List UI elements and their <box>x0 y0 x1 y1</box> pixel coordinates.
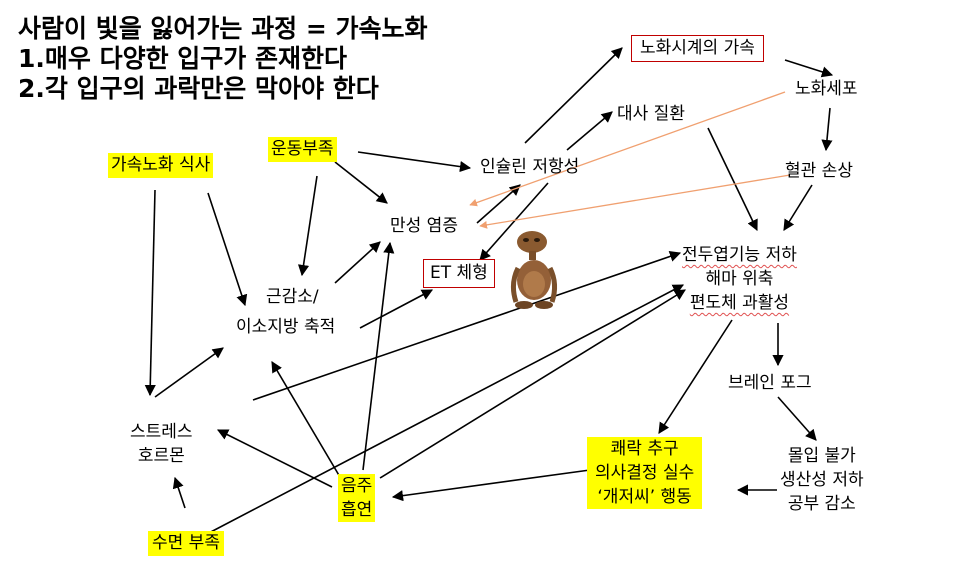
node-immersion-line-2: 생산성 저하 <box>780 470 864 490</box>
node-senescent-cell: 노화세포 <box>795 79 858 99</box>
node-aging-clock: 노화시계의 가속 <box>631 35 764 62</box>
title-line-3: 2.각 입구의 과락만은 막아야 한다 <box>18 74 379 103</box>
node-vascular-damage: 혈관 손상 <box>785 161 853 181</box>
node-pleasure-line-3: ‘개저씨’ 행동 <box>597 487 692 507</box>
arrow-exercise-to-muscle <box>297 175 318 277</box>
node-stress-line-1: 스트레스 <box>130 422 193 442</box>
arrow-exercise-to-insulin <box>357 151 472 173</box>
arrow-inflammation-to-insulin <box>476 184 521 224</box>
arrow-insulin-to-et <box>479 182 549 261</box>
arrow-prefrontal-to-pleasure <box>658 319 733 434</box>
node-metabolic-disease: 대사 질환 <box>617 104 685 124</box>
node-pleasure-seeking: 쾌락 추구 의사결정 실수 ‘개저씨’ 행동 <box>587 437 703 509</box>
node-stress-line-2: 호르몬 <box>137 446 185 466</box>
node-immersion-line-1: 몰입 불가 <box>787 446 856 466</box>
arrow-stress-to-fat <box>154 347 224 398</box>
arrow-sleep-to-stress <box>172 476 186 509</box>
node-prefrontal-decline: 전두엽기능 저하 <box>682 245 797 265</box>
arrow-drink-to-prefrontal <box>379 289 686 479</box>
arrow-drink-to-fat <box>271 361 341 478</box>
node-drink-smoke: 음주 흡연 <box>338 474 376 522</box>
node-ectopic-fat: 이소지방 축적 <box>236 317 336 337</box>
node-smoke: 흡연 <box>341 500 373 520</box>
arrow-exercise-to-inflammation <box>334 161 388 204</box>
arrow-metabolic-to-prefrontal <box>707 127 758 232</box>
arrow-pleasure-to-drink <box>391 469 591 502</box>
node-pleasure-line-2: 의사결정 실수 <box>595 463 695 483</box>
node-brain-fog: 브레인 포그 <box>728 373 812 393</box>
node-et-body: ET 체형 <box>423 259 495 288</box>
node-chronic-inflammation: 만성 염증 <box>390 216 458 236</box>
arrow-stress-to-prefrontal <box>252 250 682 401</box>
node-sleep-lack: 수면 부족 <box>148 531 224 556</box>
arrow-senescent-to-vascular <box>821 107 833 152</box>
arrow-sleep-to-prefrontal <box>204 284 684 536</box>
node-exercise-lack: 운동부족 <box>268 137 337 162</box>
node-accel-diet: 가속노화 식사 <box>108 153 214 178</box>
et-figure-image <box>506 226 562 310</box>
arrow-insulin-to-metabolic <box>566 111 613 151</box>
arrow-drink-to-inflammation <box>362 241 395 471</box>
arrow-insulin-to-aging-clock <box>524 47 623 144</box>
title-line-1: 사람이 빛을 잃어가는 과정 = 가속노화 <box>18 14 428 43</box>
node-hippocampus-atrophy: 해마 위축 <box>705 269 774 289</box>
arrow-vascular-to-prefrontal <box>783 184 813 231</box>
node-muscle-loss: 근감소/ <box>266 287 319 307</box>
arrow-diet-to-fat <box>207 192 248 307</box>
node-insulin-resistance: 인슐린 저항성 <box>480 157 580 177</box>
arrow-fat-to-et <box>359 289 433 329</box>
title-line-2: 1.매우 다양한 입구가 존재한다 <box>18 44 348 73</box>
node-amygdala-hyperactivity: 편도체 과활성 <box>689 293 790 313</box>
node-pleasure-line-1: 쾌락 추구 <box>610 439 679 459</box>
arrow-brainfog-to-immersion <box>777 396 817 441</box>
arrow-drink-to-stress <box>216 429 333 488</box>
arrow-muscle-to-inflammation <box>334 241 381 284</box>
node-prefrontal-group: 전두엽기능 저하 해마 위축 편도체 과활성 <box>682 243 797 315</box>
arrow-senescent-to-inflammation <box>469 91 786 207</box>
arrow-aging-clock-to-senescent <box>784 59 834 78</box>
arrow-vascular-to-inflammation <box>479 174 791 229</box>
arrow-diet-to-stress <box>144 189 156 397</box>
node-immersion: 몰입 불가 생산성 저하 공부 감소 <box>780 444 864 516</box>
node-stress-hormone: 스트레스 호르몬 <box>130 420 193 468</box>
node-immersion-line-3: 공부 감소 <box>787 494 856 514</box>
node-drink: 음주 <box>341 476 373 496</box>
